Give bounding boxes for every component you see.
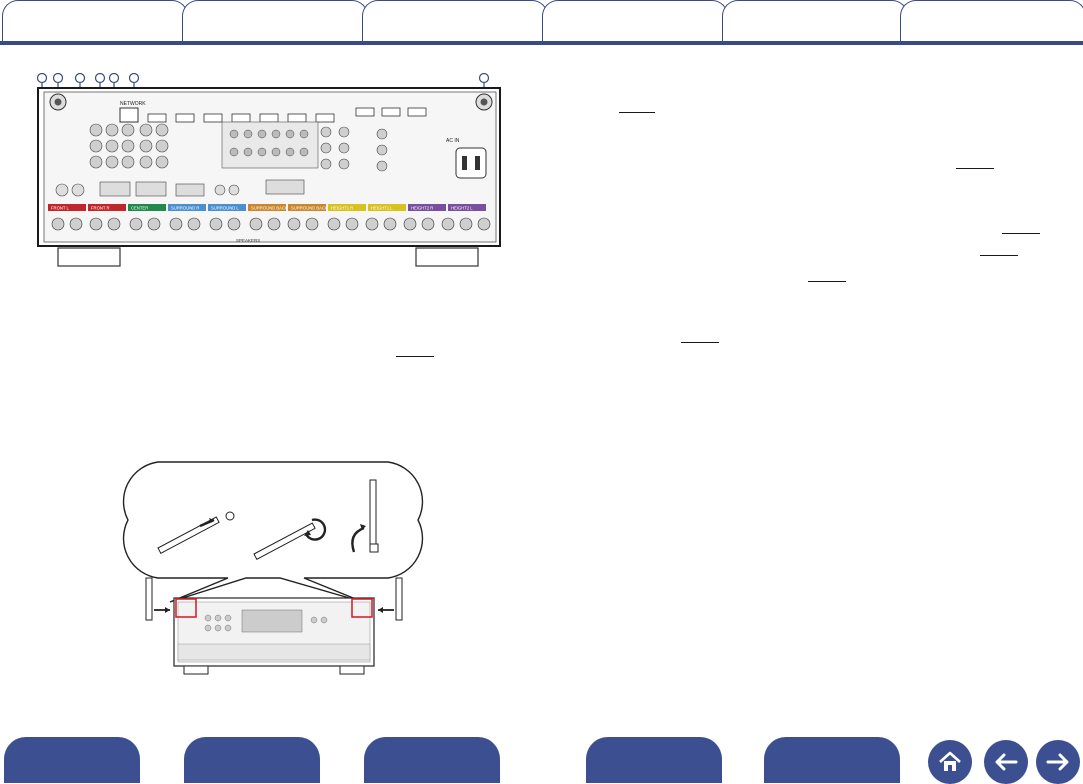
nav-button-3[interactable] <box>364 737 500 783</box>
speaker-zone-label: HEIGHT1 R <box>331 206 353 211</box>
tab-6[interactable] <box>900 0 1083 42</box>
nav-button-1[interactable] <box>4 737 140 783</box>
page-ref-link-5[interactable] <box>808 281 846 282</box>
speaker-zone-label: SURROUND BACK R <box>251 206 292 211</box>
arrow-right-icon <box>1046 753 1069 771</box>
top-tab-bar <box>0 0 1083 46</box>
nav-button-5[interactable] <box>764 737 900 783</box>
speaker-zone-label: FRONT L <box>51 206 70 211</box>
tab-5[interactable] <box>722 0 908 42</box>
arrow-left-icon <box>995 753 1018 771</box>
home-icon <box>939 751 961 771</box>
ac-in-label: AC IN <box>446 138 460 144</box>
speaker-zone-label: SURROUND R <box>171 206 199 211</box>
speaker-zone-strip <box>48 204 86 211</box>
speaker-zone-strip <box>248 204 286 211</box>
nav-button-4[interactable] <box>586 737 722 783</box>
speaker-zone-label: HEIGHT1 L <box>371 206 393 211</box>
speaker-zone-strip <box>128 204 166 211</box>
antenna-step-raise <box>351 479 379 553</box>
tab-4[interactable] <box>542 0 728 42</box>
network-label: NETWORK <box>120 101 146 107</box>
speaker-zone-label: FRONT R <box>91 206 110 211</box>
tab-3[interactable] <box>362 0 548 42</box>
tab-bar-underline <box>0 41 1083 45</box>
speaker-zone-label: HEIGHT2 L <box>451 206 473 211</box>
speaker-zone-label: SURROUND BACK L <box>291 206 332 211</box>
speakers-label: SPEAKERS <box>236 238 260 243</box>
page-ref-link-2[interactable] <box>956 168 994 169</box>
back-button[interactable] <box>984 740 1028 784</box>
tab-2[interactable] <box>182 0 368 42</box>
speaker-zone-label: HEIGHT2 R <box>411 206 433 211</box>
speaker-zone-strip <box>408 204 446 211</box>
page-ref-link-7[interactable] <box>396 356 434 357</box>
speaker-zone-label: CENTER <box>131 206 148 211</box>
speaker-zone-strip <box>328 204 366 211</box>
forward-button[interactable] <box>1036 740 1080 784</box>
home-button[interactable] <box>928 740 972 784</box>
speaker-zone-strip <box>168 204 206 211</box>
speaker-zone-strip <box>368 204 406 211</box>
speaker-zone-label: SURROUND L <box>211 206 239 211</box>
speaker-zone-strip <box>88 204 126 211</box>
page-ref-link-3[interactable] <box>1002 233 1040 234</box>
speaker-zone-strip <box>208 204 246 211</box>
antenna-step-tighten <box>253 518 327 560</box>
speaker-zone-strip <box>448 204 486 211</box>
antenna-step-attach <box>157 511 235 554</box>
page-ref-link-4[interactable] <box>980 255 1018 256</box>
nav-button-2[interactable] <box>184 737 320 783</box>
antenna-install-diagram <box>122 461 424 675</box>
page-ref-link-6[interactable] <box>681 342 719 343</box>
speaker-zone-strip <box>288 204 326 211</box>
tab-1[interactable] <box>2 0 188 42</box>
page-ref-link-1[interactable] <box>619 112 655 113</box>
